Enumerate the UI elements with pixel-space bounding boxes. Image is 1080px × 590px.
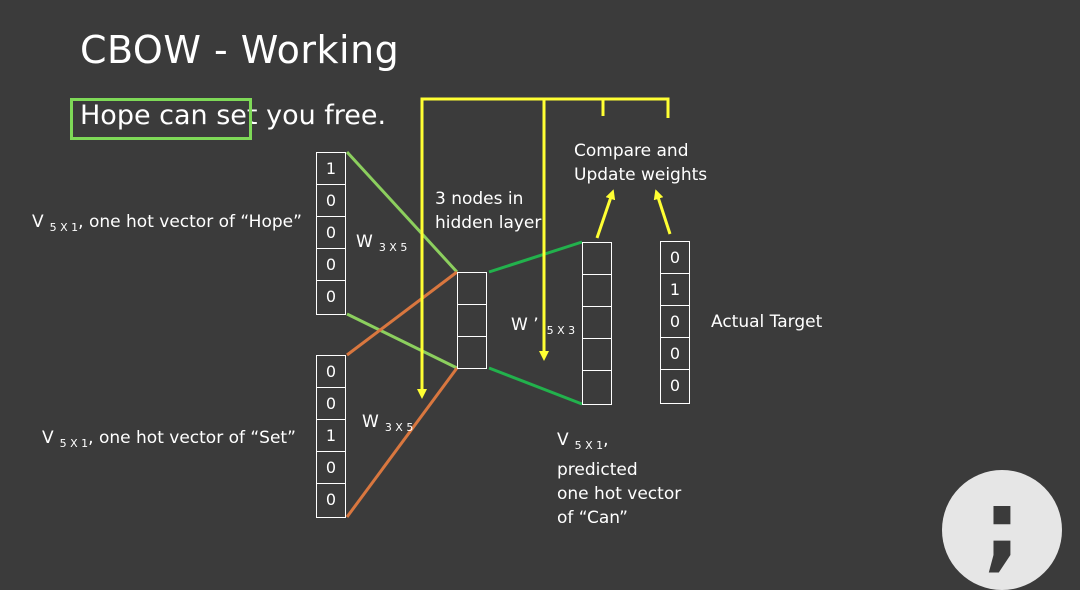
vector-cell xyxy=(583,307,611,339)
vector-cell xyxy=(458,337,486,369)
vector-cell xyxy=(583,371,611,403)
w-set-bottom-edge xyxy=(345,367,459,518)
w-prime-bottom-edge xyxy=(488,366,583,406)
example-sentence: Hope can set you free. xyxy=(72,100,386,131)
vector-cell: 0 xyxy=(317,356,345,388)
vector-cell: 1 xyxy=(661,274,689,306)
vector-cell xyxy=(458,273,486,305)
vector-cell xyxy=(583,275,611,307)
vector-cell: 0 xyxy=(669,376,681,395)
vector-cell: 0 xyxy=(661,306,689,338)
predicted-vector xyxy=(582,242,612,405)
semicolon-logo-icon: ; xyxy=(942,470,1062,590)
vector-cell: 0 xyxy=(325,287,337,306)
compare-arrow-predicted xyxy=(595,189,616,239)
vector-cell xyxy=(583,339,611,371)
hidden-layer-vector xyxy=(457,272,487,369)
vector-cell: 0 xyxy=(325,490,337,509)
w-prime-top-edge xyxy=(488,240,583,274)
compare-arrow-target xyxy=(653,189,672,235)
vector-cell: 0 xyxy=(317,388,345,420)
vector-cell: 0 xyxy=(661,242,689,274)
vector-cell: 1 xyxy=(317,420,345,452)
vector-cell: 0 xyxy=(317,185,345,217)
vector-cell: 0 xyxy=(317,452,345,484)
w-set-top-edge xyxy=(346,270,458,357)
sentence-rest: you free. xyxy=(257,100,387,131)
network-connections xyxy=(345,97,672,518)
label-w-prime: W ’5 X 3 xyxy=(511,315,576,337)
vector-cell xyxy=(583,243,611,275)
label-compare-update: Compare and Update weights xyxy=(574,141,708,185)
slide-title: CBOW - Working xyxy=(80,28,400,72)
vector-cell: 0 xyxy=(661,338,689,370)
sentence-highlighted: Hope can set xyxy=(80,100,258,131)
vector-cell: 0 xyxy=(317,249,345,281)
context-highlight-box xyxy=(70,98,252,140)
vector-cell: 0 xyxy=(317,217,345,249)
label-actual-target: Actual Target xyxy=(711,312,823,332)
w-hope-top-edge xyxy=(345,150,459,274)
vector-cell: 1 xyxy=(317,153,345,185)
w-hope-bottom-edge xyxy=(346,312,458,370)
vector-cell xyxy=(458,305,486,337)
label-hidden-layer: 3 nodes in hidden layer xyxy=(435,189,542,233)
